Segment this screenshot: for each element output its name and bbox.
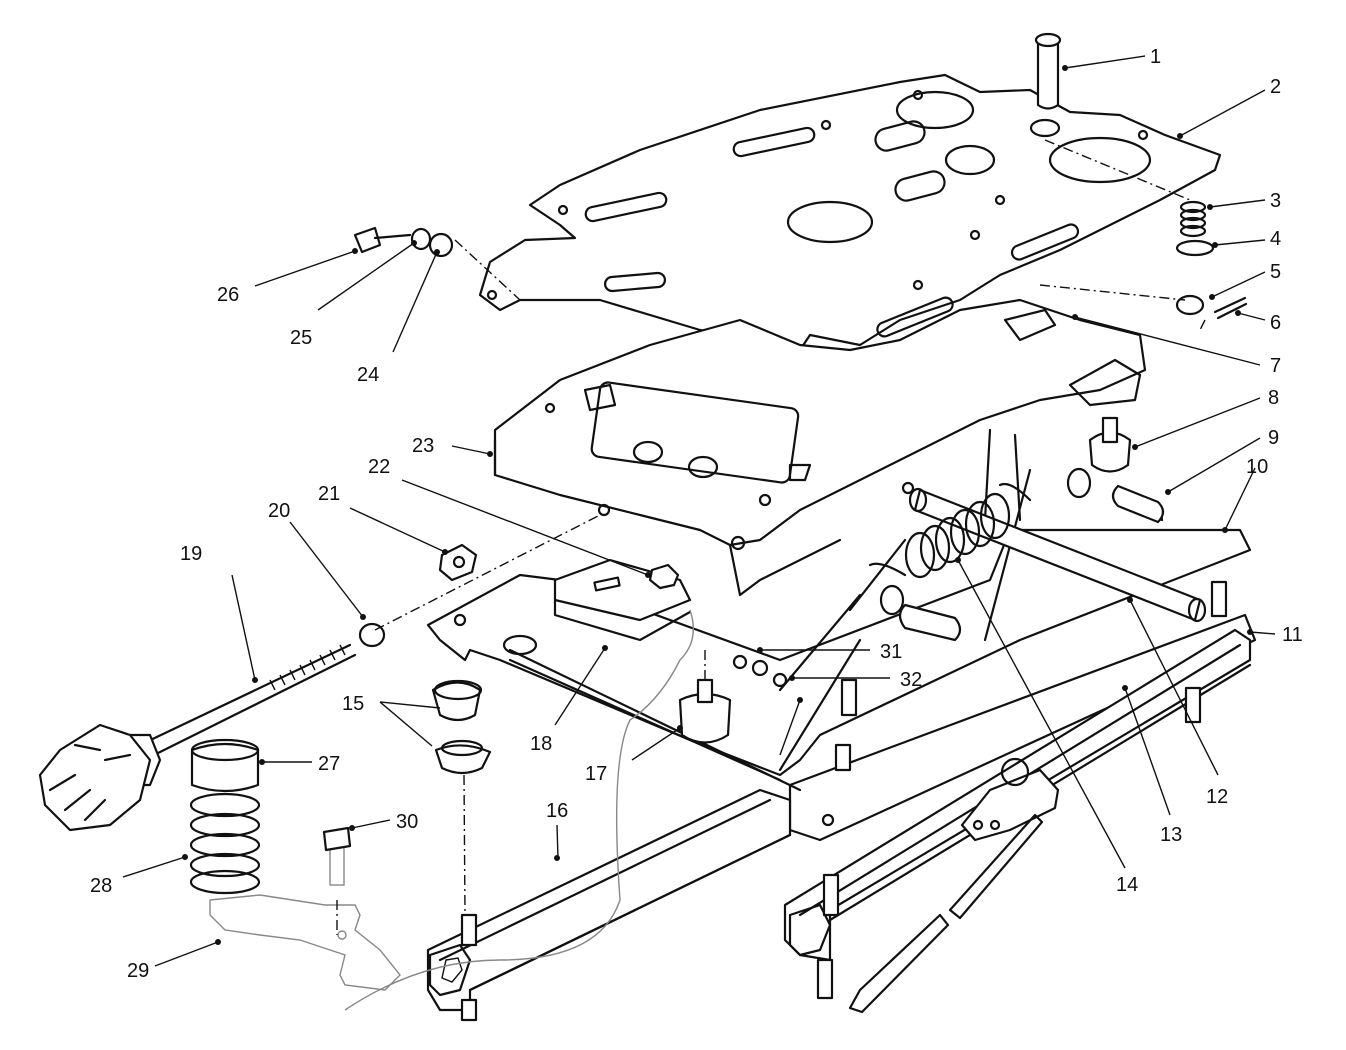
callout-27: 27	[318, 753, 340, 775]
callout-1: 1	[1150, 46, 1161, 68]
callout-2: 2	[1270, 76, 1281, 98]
studs	[460, 580, 1228, 1022]
grommets	[431, 679, 492, 775]
callout-13: 13	[1160, 824, 1182, 846]
callout-25: 25	[290, 327, 312, 349]
callout-17: 17	[585, 763, 607, 785]
release-rod	[344, 609, 694, 1011]
callout-4: 4	[1270, 228, 1281, 250]
callout-21: 21	[318, 483, 340, 505]
bumper-bracket	[209, 826, 401, 991]
callout-10: 10	[1246, 456, 1268, 478]
slide-base-plate	[493, 298, 1147, 597]
isolator-mounts	[678, 416, 1132, 744]
seat-mounting-plate	[478, 73, 1222, 422]
callout-14: 14	[1116, 874, 1138, 896]
callout-26: 26	[217, 284, 239, 306]
slide-latch-lever	[848, 757, 1060, 1014]
callout-24: 24	[357, 364, 379, 386]
pivot-spring	[1003, 200, 1248, 342]
callout-5: 5	[1270, 261, 1281, 283]
assembly-lines	[336, 139, 1206, 935]
adjuster-knob-assembly	[38, 643, 357, 832]
callout-15: 15	[342, 693, 364, 715]
callout-30: 30	[396, 811, 418, 833]
callout-32: 32	[900, 669, 922, 691]
leader-lines	[122, 55, 1276, 967]
callout-labels: 1 2 3 4 5 6 7 8 9 10 11 12 13 14 15 16 1…	[90, 46, 1303, 982]
callout-19: 19	[180, 543, 202, 565]
callout-9: 9	[1268, 427, 1279, 449]
tension-spring	[868, 482, 1032, 579]
callout-3: 3	[1270, 190, 1281, 212]
leader-dots	[182, 65, 1253, 945]
callout-31: 31	[880, 641, 902, 663]
callout-29: 29	[127, 960, 149, 982]
bumper-spring	[189, 738, 261, 895]
callout-23: 23	[412, 435, 434, 457]
hinge-pin	[1029, 32, 1062, 138]
callout-8: 8	[1268, 387, 1279, 409]
cross-bar	[908, 487, 1207, 623]
callout-22: 22	[368, 456, 390, 478]
spacers	[879, 467, 1165, 642]
left-slide-rail	[426, 788, 792, 1012]
callout-7: 7	[1270, 355, 1281, 377]
callout-12: 12	[1206, 786, 1228, 808]
hardware	[353, 226, 788, 688]
callout-20: 20	[268, 500, 290, 522]
callout-6: 6	[1270, 312, 1281, 334]
callout-11: 11	[1282, 624, 1303, 646]
callout-16: 16	[546, 800, 568, 822]
callout-18: 18	[530, 733, 552, 755]
callout-28: 28	[90, 875, 112, 897]
